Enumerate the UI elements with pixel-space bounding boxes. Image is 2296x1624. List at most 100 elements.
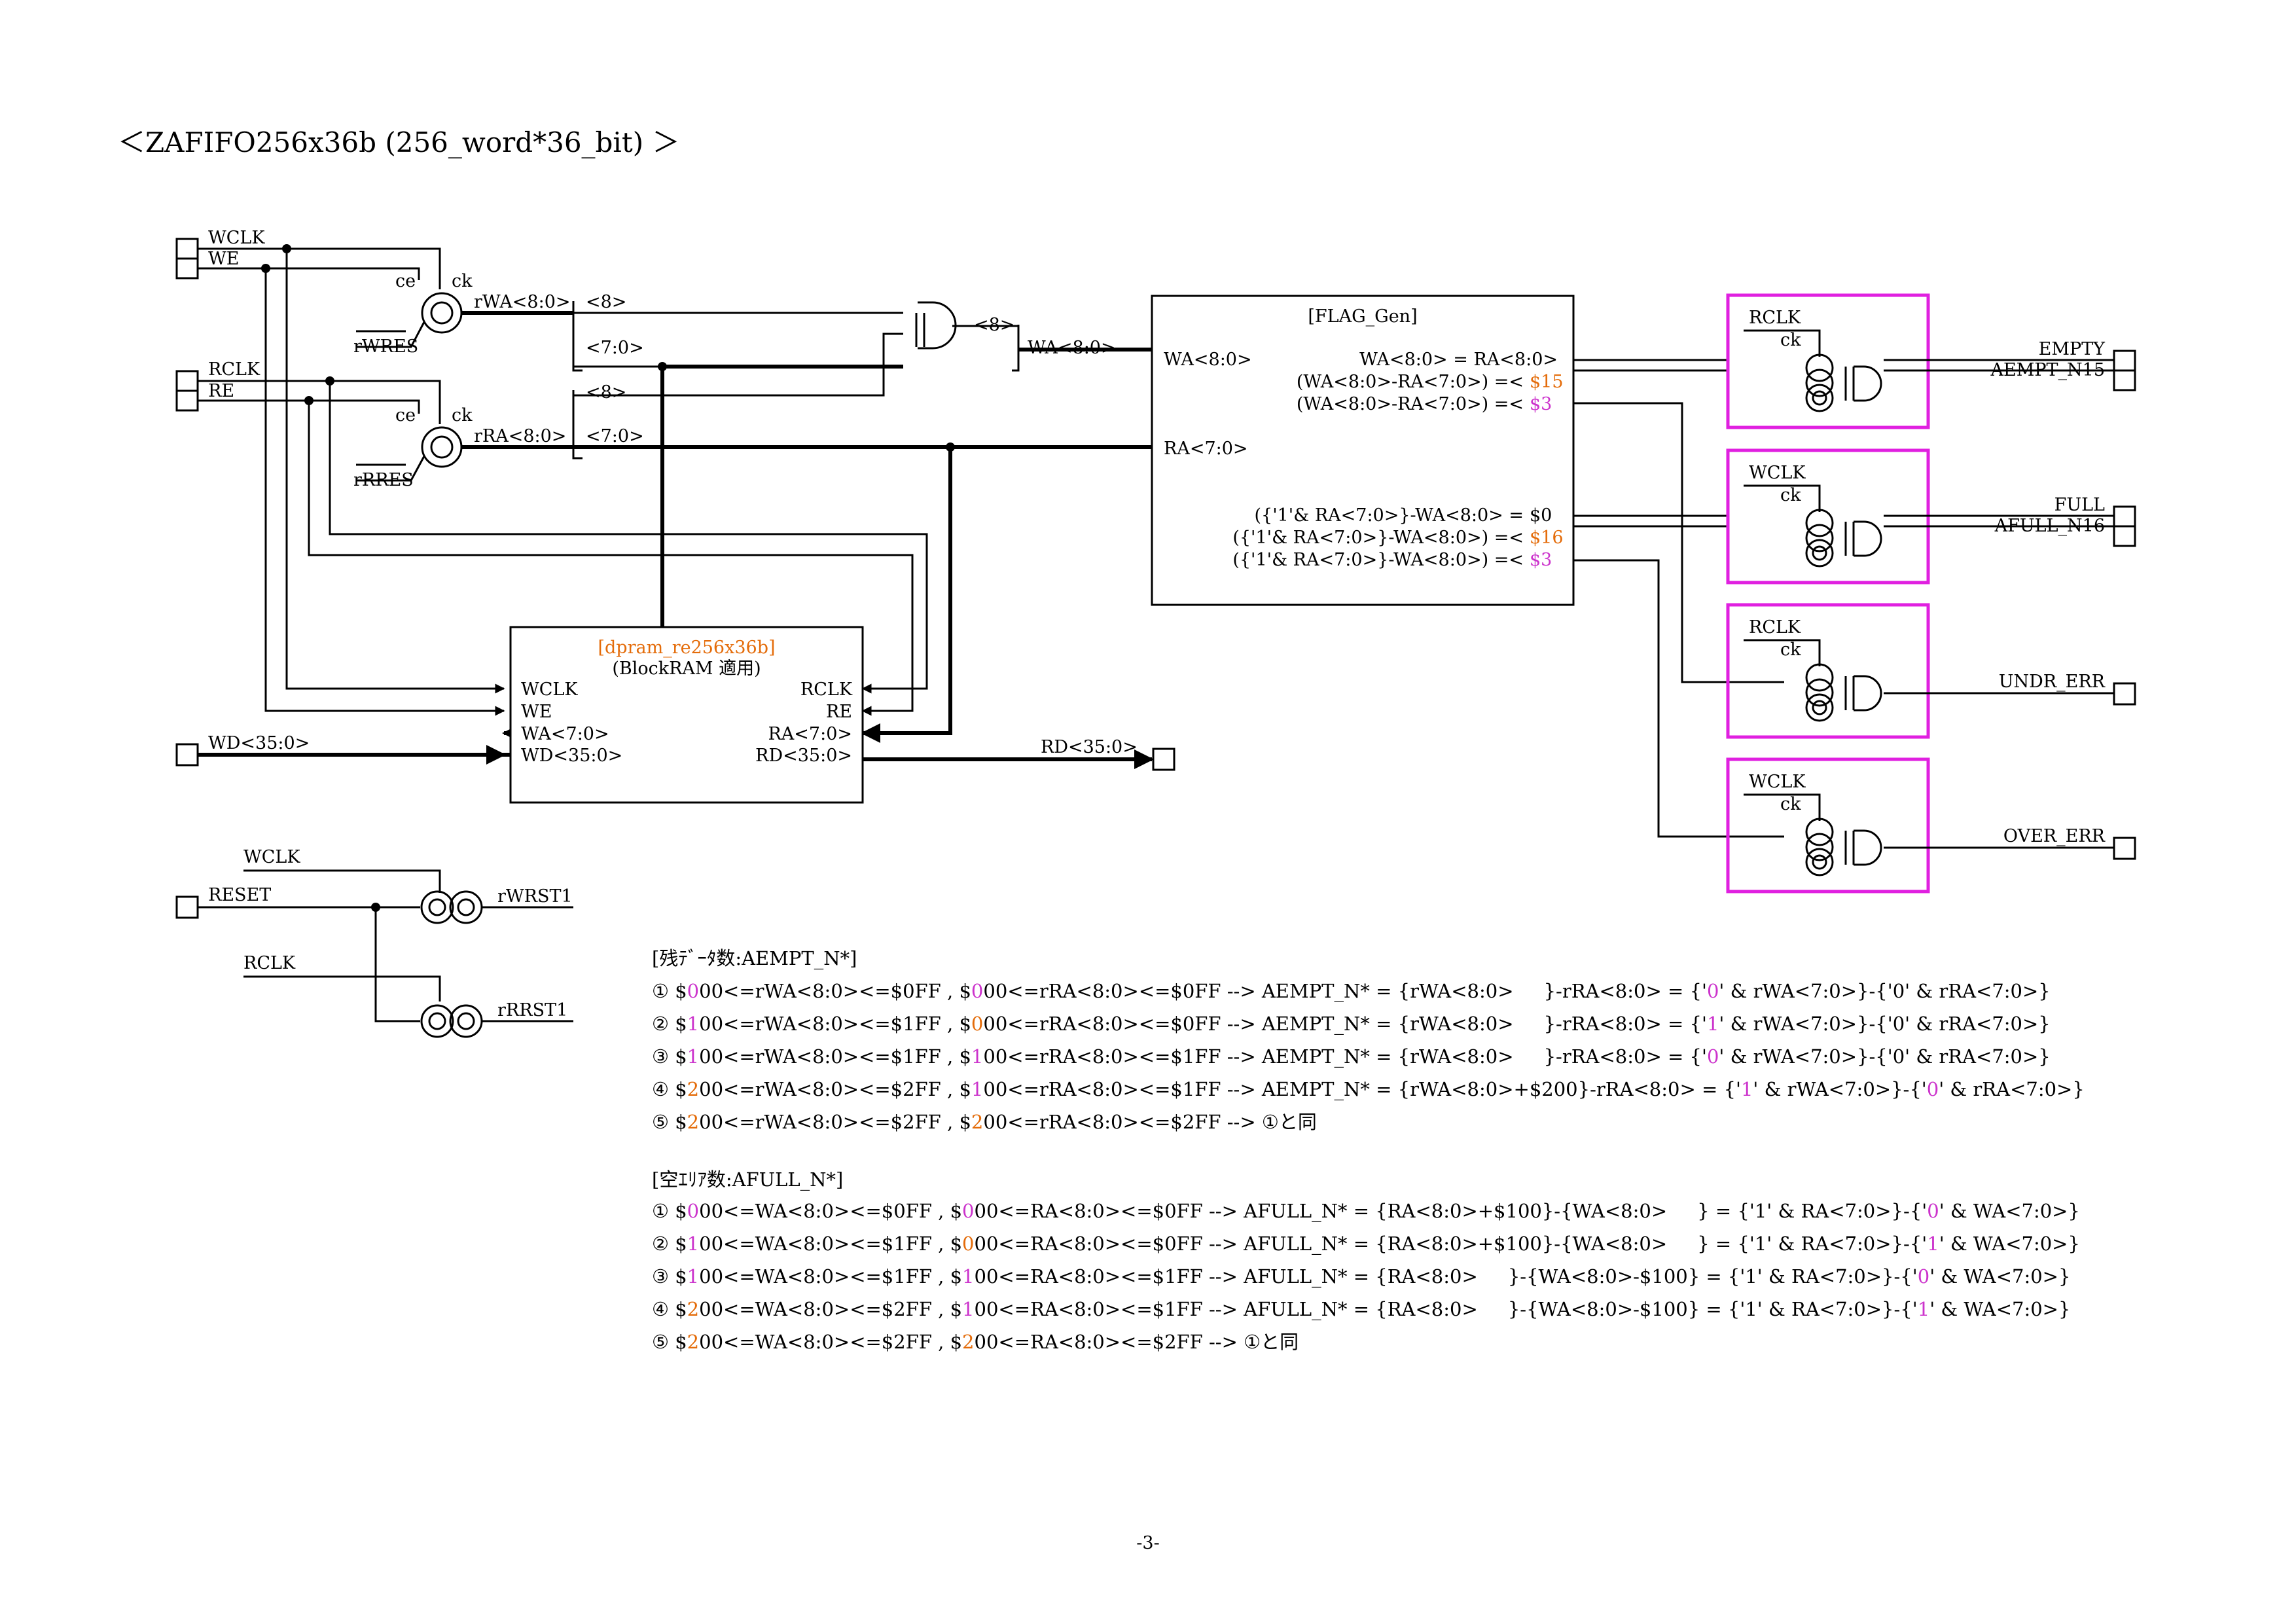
afull-row-2-seg: ② $ [652,1233,687,1255]
wcnt-ck-label: ck [452,271,473,291]
rcnt-reset-label: rRRES [353,470,414,490]
flag-gen-full-threshold: $0 [1530,505,1552,526]
reset-synchronizer [198,869,573,1038]
afull-row-1-seg: 00<=RA<8:0><=$0FF --> AFULL_N* = {RA<8:0… [975,1200,1928,1223]
aempt-row-4-seg: 00<=rRA<8:0><=$1FF --> AEMPT_N* = {rWA<8… [983,1078,1741,1101]
afull-row-5-seg: ⑤ $ [652,1331,687,1353]
afull-row-5-seg: 2 [962,1331,974,1353]
afull-row-4-seg: 1 [962,1298,974,1320]
port-wclk-box [175,238,199,260]
flag-gen-eq-aempt: (WA<8:0>-RA<7:0>) =< [1297,372,1524,392]
aempt-row-2-seg: 1 [1707,1013,1719,1035]
rst-wclk-label: WCLK [243,847,300,867]
aempt-row-4-seg: ' & rRA<7:0>} [1939,1078,2085,1100]
afull-row-2-seg: 00<=RA<8:0><=$0FF --> AFULL_N* = {RA<8:0… [975,1233,1928,1255]
input-wires [198,247,928,765]
dpram-wclk-pin: WCLK [521,679,578,700]
flag-gen-afull-threshold: $16 [1530,528,1564,548]
aempt-row-3-seg: ' & rWA<7:0>}-{'0' & rRA<7:0>} [1719,1045,2050,1068]
aempt-row-1-seg: ① $ [652,980,687,1002]
input-ports [175,238,199,919]
afull-row-3-seg: 00<=WA<8:0><=$1FF , $ [699,1265,962,1288]
afull-row-3-seg: ' & WA<7:0>} [1929,1265,2070,1288]
junction-reset [371,903,380,912]
afull-row-4-seg: ④ $ [652,1298,687,1320]
wbus-bits70-label: <7:0> [586,338,644,358]
aempt-row-2-seg: ' & rWA<7:0>}-{'0' & rRA<7:0>} [1719,1013,2050,1035]
afull-header: [空ｴﾘｱ数:AFULL_N*] [652,1168,843,1191]
aempt-row-4-seg: ④ $ [652,1078,687,1100]
wcnt-ce-label: ce [395,271,416,291]
afull-row-4-seg: 00<=WA<8:0><=$2FF , $ [699,1298,962,1320]
flag-reg-empty-ck: ck [1780,330,1801,350]
flag-reg-over-ck: ck [1780,794,1801,814]
write-address-counter [356,292,463,348]
afull-row-2-seg: 0 [962,1233,974,1255]
flag-gen-eq-empty: WA<8:0> = RA<8:0> [1359,350,1558,370]
afull-row-3: ③ $100<=WA<8:0><=$1FF , $100<=RA<8:0><=$… [652,1265,2070,1288]
afull-row-3-seg: ③ $ [652,1265,687,1288]
aempt-row-1: ① $000<=rWA<8:0><=$0FF , $000<=rRA<8:0><… [652,980,2051,1003]
aempt-row-1-seg: 0 [971,980,983,1002]
junction-wclk [282,244,291,253]
address-buses [461,301,1154,769]
aempt-row-2-seg: ② $ [652,1013,687,1035]
flag-gen-eq-undr: (WA<8:0>-RA<7:0>) =< [1297,394,1524,414]
aempt-row-3-seg: 1 [687,1045,699,1068]
aempt-row-4: ④ $200<=rWA<8:0><=$2FF , $100<=rRA<8:0><… [652,1078,2085,1101]
afull-row-1-seg: 00<=WA<8:0><=$0FF , $ [699,1200,962,1222]
aempt-row-5-seg: 2 [971,1111,983,1133]
junction-wa70 [658,362,667,371]
afull-row-2-seg: 1 [1927,1233,1939,1255]
afull-equations: ① $000<=WA<8:0><=$0FF , $000<=RA<8:0><=$… [652,1200,2080,1353]
flag-reg-full-ck: ck [1780,485,1801,505]
aempt-row-4-seg: 00<=rWA<8:0><=$2FF , $ [699,1078,971,1100]
gray-bus-label: <8> [974,315,1014,335]
dpram-re-pin: RE [826,702,852,722]
aempt-row-1-seg: ' & rWA<7:0>}-{'0' & rRA<7:0>} [1719,980,2050,1002]
junction-rclk [325,376,334,386]
aempt-row-5-seg: 00<=rWA<8:0><=$2FF , $ [699,1111,971,1133]
aempt-row-1-seg: 0 [687,980,699,1002]
wcnt-reset-label: rWRES [353,336,418,357]
aempt-row-2: ② $100<=rWA<8:0><=$1FF , $000<=rRA<8:0><… [652,1013,2051,1036]
flag-reg-full-clk: WCLK [1749,463,1806,483]
junction-we [261,264,270,273]
junction-re [304,396,314,405]
afull-row-4: ④ $200<=WA<8:0><=$2FF , $100<=RA<8:0><=$… [652,1298,2070,1321]
afull-row-5-seg: 00<=RA<8:0><=$2FF --> ①と同 [975,1331,1299,1353]
rcnt-ck-label: ck [452,405,473,425]
aempt-row-3-seg: 0 [1707,1045,1719,1068]
afull-row-4-seg: 2 [687,1298,699,1320]
rcnt-out-label: rRA<8:0> [474,426,566,446]
port-wd-box [175,743,199,767]
aempt-row-4-seg: 1 [971,1078,983,1100]
port-empty-label: EMPTY [2039,339,2106,359]
flag-gen-outputs [1573,359,1784,838]
page-number: -3- [1136,1533,1159,1553]
flag-gen-over-threshold: $3 [1530,550,1552,570]
aempt-row-4-seg: 0 [1927,1078,1939,1100]
flag-gen-name: [FLAG_Gen] [1308,306,1417,327]
junction-ra70 [946,442,955,452]
aempt-row-4-seg: 2 [687,1078,699,1100]
port-re-label: RE [208,381,234,401]
afull-row-2-seg: 1 [687,1233,699,1255]
rst-rclk-label: RCLK [243,953,296,973]
aempt-row-4-seg: 1 [1741,1078,1753,1100]
flag-gen-ra-pin: RA<7:0> [1164,439,1248,459]
flag-register-over [1726,757,1930,893]
dpram-wd-pin: WD<35:0> [521,746,622,766]
afull-row-1-seg: 0 [962,1200,974,1222]
afull-row-3-seg: 1 [962,1265,974,1288]
wa-bus-label: WA<8:0> [1028,338,1116,358]
aempt-row-1-seg: 0 [1707,980,1719,1002]
aempt-row-3-seg: ③ $ [652,1045,687,1068]
afull-row-2-seg: 00<=WA<8:0><=$1FF , $ [699,1233,962,1255]
port-rd-box [1152,748,1175,771]
flag-register-empty [1726,293,1930,429]
rbus-bits70-label: <7:0> [586,426,644,446]
port-rd-label: RD<35:0> [1041,737,1138,757]
port-full-label: FULL [2054,495,2105,515]
